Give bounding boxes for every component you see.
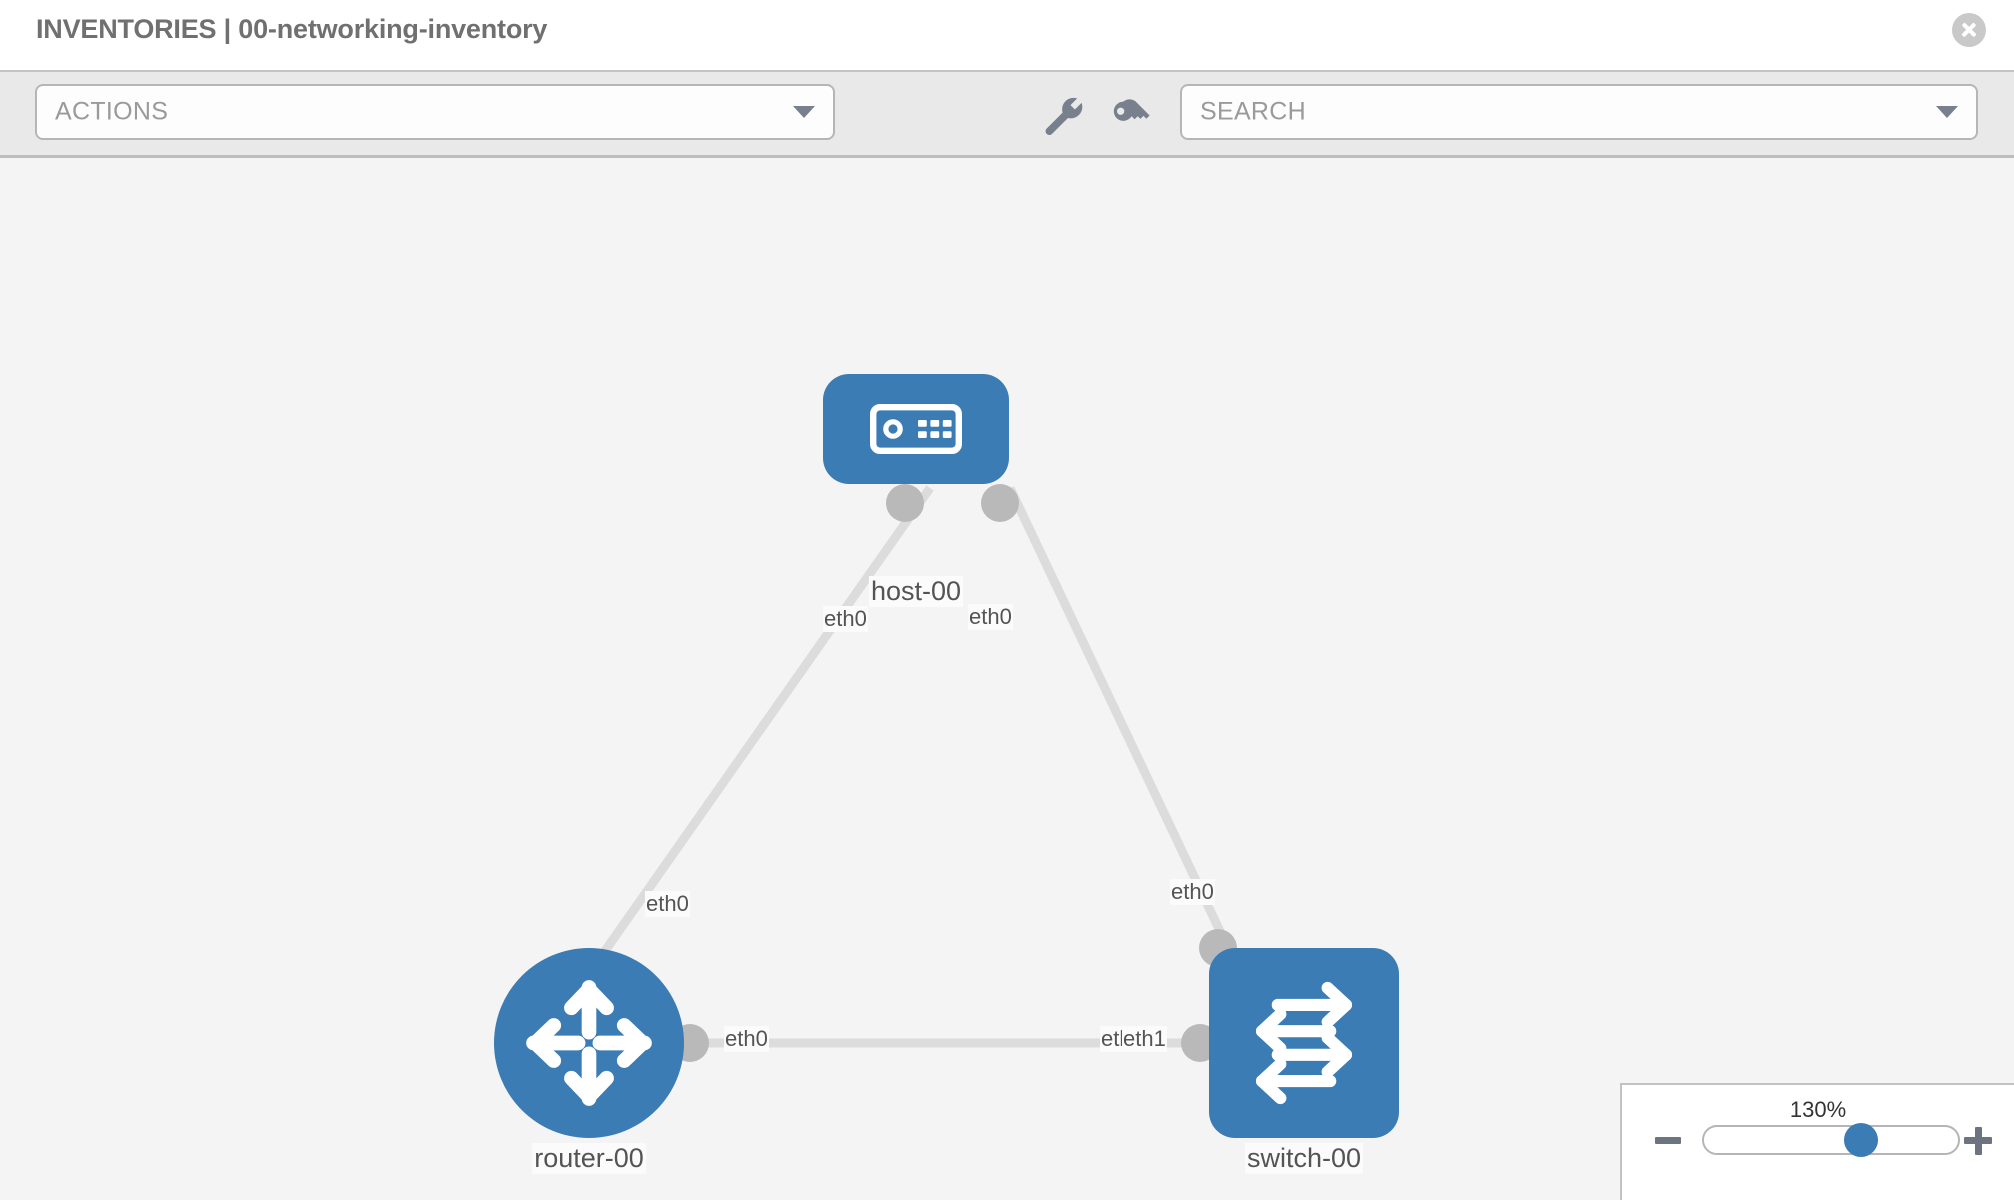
zoom-control-panel: 130% [1620, 1083, 2014, 1200]
plus-icon-vertical [1974, 1127, 1982, 1155]
zoom-slider[interactable] [1702, 1123, 1960, 1157]
zoom-slider-thumb[interactable] [1844, 1123, 1879, 1157]
port-host-left [886, 484, 924, 522]
edge-label-switch-left: eth1 [1122, 1026, 1167, 1052]
chevron-down-icon[interactable] [1936, 106, 1958, 118]
port-host-right [981, 484, 1019, 522]
node-label-router-00: router-00 [532, 1143, 646, 1174]
zoom-in-button[interactable] [1964, 1127, 1992, 1155]
chevron-down-icon [793, 106, 815, 118]
topology-node-host-00[interactable] [823, 374, 1009, 484]
node-label-host-00: host-00 [868, 576, 964, 607]
zoom-out-button[interactable] [1655, 1127, 1681, 1153]
edge-label-router-up: eth0 [645, 891, 690, 917]
zoom-level-label: 130% [1789, 1097, 1847, 1122]
server-device-icon [870, 404, 962, 454]
actions-dropdown[interactable]: ACTIONS [35, 84, 835, 140]
search-placeholder: SEARCH [1200, 97, 1306, 126]
toolbar: ACTIONS SEARCH [0, 70, 2014, 158]
port-connectors [671, 484, 1237, 1062]
edge-host-switch [1005, 486, 1233, 950]
wrench-icon[interactable] [1040, 94, 1086, 140]
edge-label-switch-left-partial: etl [1100, 1026, 1126, 1052]
edge-label-host-right: eth0 [968, 604, 1013, 630]
edge-label-router-right: eth0 [724, 1026, 769, 1052]
page-title: INVENTORIES | 00-networking-inventory [36, 14, 548, 44]
topology-edges [596, 484, 1237, 1062]
edge-label-host-left: eth0 [823, 606, 868, 632]
minus-icon [1655, 1137, 1681, 1144]
four-arrows-inward-icon [526, 980, 652, 1106]
topology-node-switch-00[interactable] [1209, 948, 1399, 1138]
topology-node-router-00[interactable] [494, 948, 684, 1138]
actions-dropdown-label: ACTIONS [55, 97, 169, 126]
topology-canvas[interactable]: host-00 router-00 switch-00 eth0 eth0 et… [0, 158, 2014, 1200]
node-label-switch-00: switch-00 [1244, 1143, 1364, 1174]
bidirectional-arrows-icon [1255, 981, 1353, 1105]
window-header: INVENTORIES | 00-networking-inventory [0, 0, 2014, 70]
search-input[interactable]: SEARCH [1180, 84, 1978, 140]
key-icon[interactable] [1108, 94, 1154, 140]
edge-label-switch-up: eth0 [1170, 879, 1215, 905]
edge-host-router [596, 485, 934, 961]
close-icon[interactable] [1952, 13, 1986, 47]
